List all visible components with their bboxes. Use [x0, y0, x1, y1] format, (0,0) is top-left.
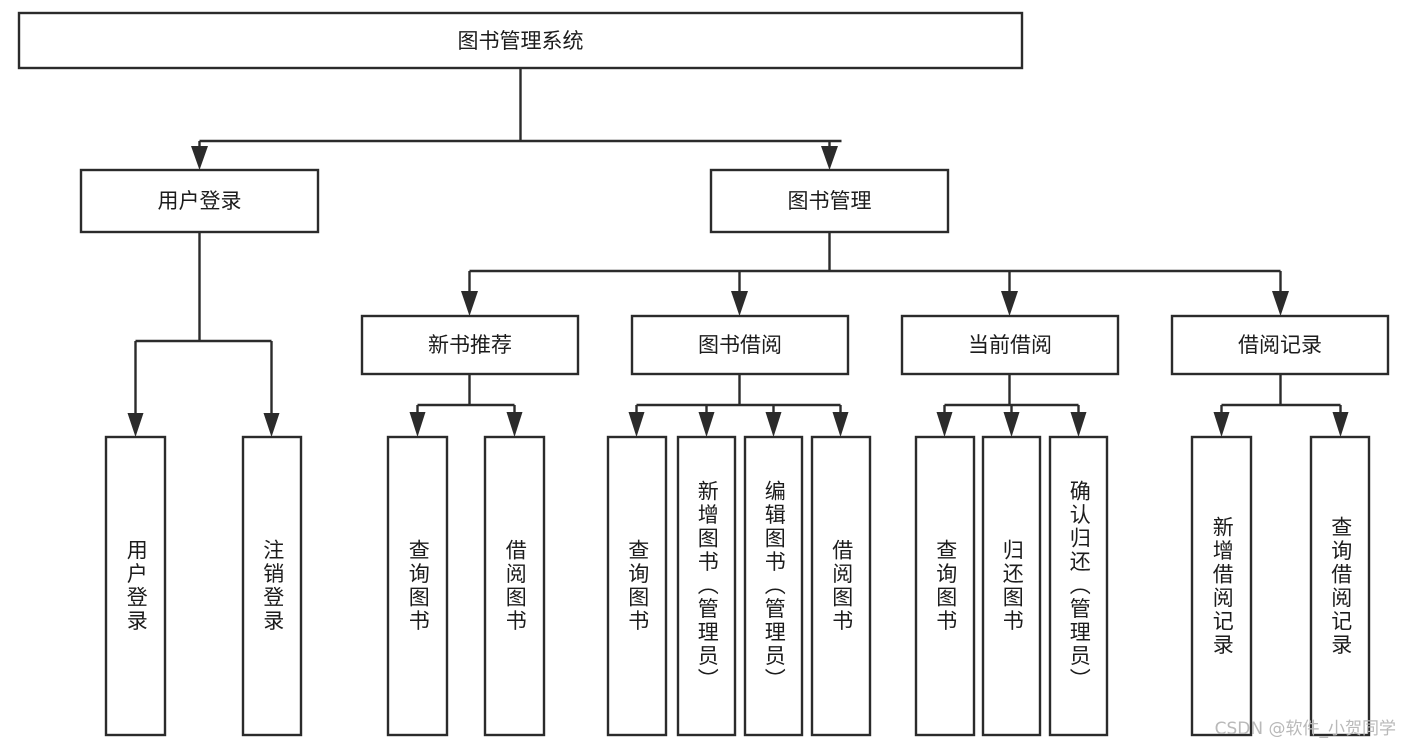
node-new-book-rec-label: 新书推荐	[428, 333, 512, 357]
arrow-head-leaf-query-book-1	[409, 412, 426, 437]
arrow-head-leaf-return-book	[1003, 412, 1020, 437]
node-borrow-record-box[interactable]	[1170, 314, 1390, 376]
node-current-borrow-box[interactable]	[900, 314, 1120, 376]
arrow-head-leaf-logout	[263, 413, 280, 437]
node-book-manage-label: 图书管理	[788, 189, 872, 213]
node-user-login-box[interactable]	[79, 168, 320, 234]
leaf-query-record-box[interactable]	[1309, 435, 1371, 737]
node-user-login-label: 用户登录	[158, 189, 242, 213]
node-book-borrow-box[interactable]	[630, 314, 850, 376]
leaf-add-record-box[interactable]	[1190, 435, 1253, 737]
csdn-watermark: CSDN @软件_小贺同学	[1215, 719, 1396, 739]
node-current-borrow-label: 当前借阅	[968, 333, 1052, 357]
arrow-head-leaf-add-record	[1213, 412, 1230, 437]
leaf-user-login-box[interactable]	[104, 435, 167, 737]
node-book-manage-box[interactable]	[709, 168, 950, 234]
arrow-head-leaf-edit-book	[765, 412, 782, 437]
arrow-head-current-borrow	[1001, 291, 1018, 316]
node-root[interactable]: 图书管理系统	[17, 11, 1024, 70]
leaf-query-book-3-box[interactable]	[914, 435, 976, 737]
leaf-borrow-book-1-box[interactable]	[483, 435, 546, 737]
arrow-head-leaf-borrow-book-1	[506, 412, 523, 437]
arrow-head-leaf-add-book	[698, 412, 715, 437]
node-borrow-record[interactable]: 借阅记录	[1170, 314, 1390, 376]
arrow-head-leaf-borrow-book-2	[832, 412, 849, 437]
arrow-head-book-manage	[821, 146, 838, 170]
arrow-head-leaf-query-book-3	[936, 412, 953, 437]
leaf-box-layer	[104, 435, 1371, 737]
leaf-borrow-book-2-box[interactable]	[810, 435, 872, 737]
leaf-query-book-1-box[interactable]	[386, 435, 449, 737]
arrow-head-borrow-record	[1272, 291, 1289, 316]
leaf-logout-box[interactable]	[241, 435, 303, 737]
arrow-head-leaf-user-login	[127, 413, 144, 437]
arrow-head-leaf-confirm-return	[1070, 412, 1087, 437]
arrow-head-book-borrow	[731, 291, 748, 316]
leaf-add-book-box[interactable]	[676, 435, 737, 737]
leaf-query-book-2-box[interactable]	[606, 435, 668, 737]
arrow-head-leaf-query-record	[1332, 412, 1349, 437]
node-book-borrow-label: 图书借阅	[698, 333, 782, 357]
node-book-manage[interactable]: 图书管理	[709, 168, 950, 234]
arrow-head-leaf-query-book-2	[628, 412, 645, 437]
node-new-book-rec-box[interactable]	[360, 314, 580, 376]
leaf-confirm-return-box[interactable]	[1048, 435, 1109, 737]
node-root-box[interactable]	[17, 11, 1024, 70]
connector-layer	[127, 68, 1349, 437]
node-root-label: 图书管理系统	[458, 29, 584, 53]
leaf-return-book-box[interactable]	[981, 435, 1042, 737]
node-current-borrow[interactable]: 当前借阅	[900, 314, 1120, 376]
node-borrow-record-label: 借阅记录	[1238, 333, 1322, 357]
node-book-borrow[interactable]: 图书借阅	[630, 314, 850, 376]
arrow-head-new-book-rec	[461, 291, 478, 316]
arrow-head-user-login	[191, 146, 208, 170]
node-new-book-rec[interactable]: 新书推荐	[360, 314, 580, 376]
leaf-edit-book-box[interactable]	[743, 435, 804, 737]
node-user-login[interactable]: 用户登录	[79, 168, 320, 234]
